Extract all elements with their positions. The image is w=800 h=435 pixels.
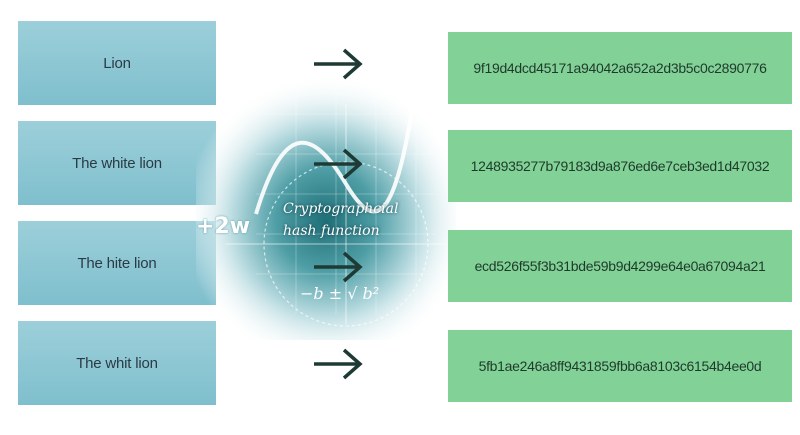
formula-fragment: +2w [196,214,251,239]
right-arrow-icon [312,347,366,381]
output-hash-3: ecd526f55f3b31bde59b9d4299e64e0a67094a21 [448,230,792,302]
hash-text: 1248935277b79183d9a876ed6e7ceb3ed1d47032 [470,158,770,174]
hash-function-line1: Cryptographcial [283,201,399,217]
input-box-3: The hite lion [18,221,216,305]
right-arrow-icon [312,147,366,181]
hash-function-visual [196,74,456,340]
input-text: The white lion [72,154,162,172]
input-text: Lion [103,54,131,72]
hash-function-label: Cryptographcial hash function [283,198,413,242]
input-text: The hite lion [77,254,157,272]
output-hash-4: 5fb1ae246a8ff9431859fbb6a8103c6154b4ee0d [448,330,792,402]
formula-bottom: −b ± √ b² [300,284,380,303]
hash-text: 9f19d4dcd45171a94042a652a2d3b5c0c2890776 [473,60,767,76]
hash-text: ecd526f55f3b31bde59b9d4299e64e0a67094a21 [474,258,766,274]
input-text: The whit lion [76,354,158,372]
right-arrow-icon [312,250,366,284]
output-hash-2: 1248935277b79183d9a876ed6e7ceb3ed1d47032 [448,130,792,202]
output-hash-1: 9f19d4dcd45171a94042a652a2d3b5c0c2890776 [448,32,792,104]
input-box-4: The whit lion [18,321,216,405]
hash-function-line2: hash function [283,223,380,239]
input-box-2: The white lion [18,121,216,205]
math-graph-image [196,74,456,340]
hash-text: 5fb1ae246a8ff9431859fbb6a8103c6154b4ee0d [478,358,762,374]
right-arrow-icon [312,47,366,81]
input-box-1: Lion [18,21,216,105]
